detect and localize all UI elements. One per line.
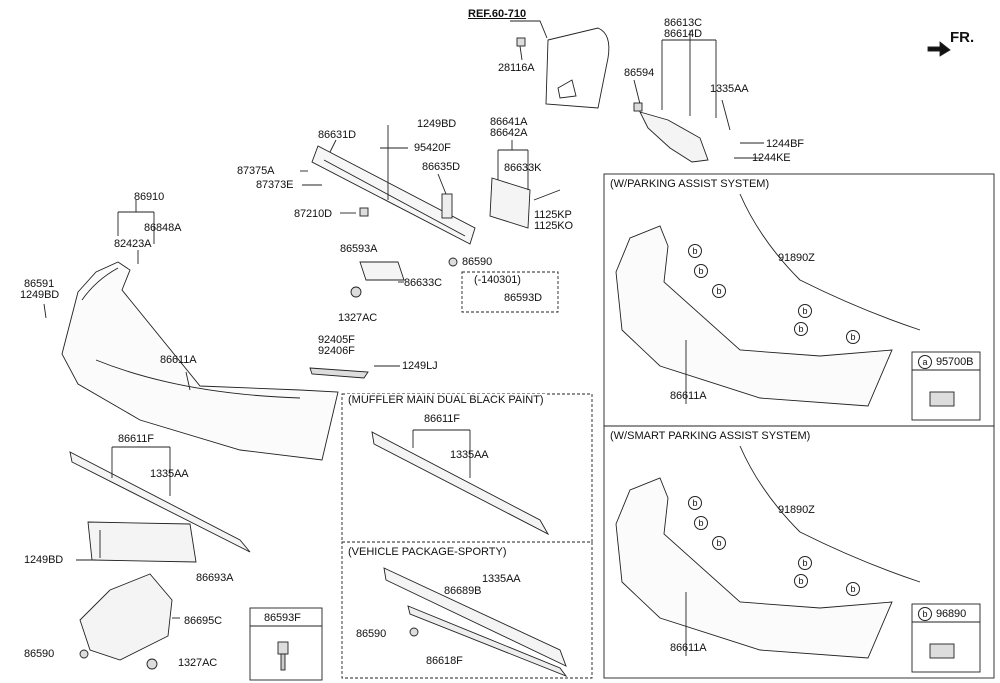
part-label: 86593F bbox=[264, 612, 301, 624]
part-label: 91890Z bbox=[778, 504, 815, 516]
callout: b bbox=[694, 264, 708, 278]
callout: b bbox=[688, 496, 702, 510]
muffler-panel-title: (MUFFLER MAIN DUAL BLACK PAINT) bbox=[346, 394, 546, 406]
bumper-cover bbox=[61, 261, 339, 461]
part-label: 86611F bbox=[424, 413, 460, 425]
callout: b bbox=[794, 574, 808, 588]
tail-lamp-outline bbox=[545, 27, 610, 109]
part-label: 1249BD bbox=[417, 118, 457, 130]
part-label: 86593A bbox=[340, 243, 378, 255]
part-label: 86633C bbox=[404, 277, 442, 289]
part-label: 86591 bbox=[24, 278, 55, 290]
part-label: 86593D bbox=[504, 292, 542, 304]
part-label: 86689B bbox=[444, 585, 482, 597]
callout: b bbox=[688, 244, 702, 258]
part-label: 1249BD bbox=[24, 554, 64, 566]
part-label: 92406F bbox=[318, 345, 355, 357]
part-label: 86695C bbox=[184, 615, 222, 627]
part-label: 1335AA bbox=[482, 573, 521, 585]
part-label: 1125KO bbox=[534, 220, 573, 232]
part-label: 86590 bbox=[24, 648, 55, 660]
callout: b bbox=[794, 322, 808, 336]
part-label: 86848A bbox=[144, 222, 182, 234]
part-label: 95700B bbox=[936, 356, 974, 368]
part-label: 86611F bbox=[118, 433, 154, 445]
part-label: 87210D bbox=[294, 208, 332, 220]
legend-letter: b bbox=[918, 607, 932, 621]
part-label: 1244KE bbox=[752, 152, 791, 164]
callout: b bbox=[712, 284, 726, 298]
callout: b bbox=[694, 516, 708, 530]
part-label: 86635D bbox=[422, 161, 460, 173]
part-label: 91890Z bbox=[778, 252, 815, 264]
part-label: 1335AA bbox=[710, 83, 749, 95]
part-label: 28116A bbox=[498, 62, 535, 74]
part-label: 1249BD bbox=[20, 289, 60, 301]
smart-panel-title: (W/SMART PARKING ASSIST SYSTEM) bbox=[608, 430, 813, 442]
part-label: 1244BF bbox=[766, 138, 804, 150]
part-label: 86618F bbox=[426, 655, 463, 667]
ref-arrow bbox=[510, 20, 548, 39]
callout: b bbox=[798, 556, 812, 570]
parking-panel-title: (W/PARKING ASSIST SYSTEM) bbox=[608, 178, 772, 190]
part-label: (-140301) bbox=[474, 274, 521, 286]
part-label: 86614D bbox=[664, 28, 702, 40]
part-label: 86611A bbox=[160, 354, 197, 366]
part-label: 86590 bbox=[356, 628, 387, 640]
lower-lip bbox=[69, 451, 251, 553]
callout: b bbox=[798, 304, 812, 318]
front-arrow-icon bbox=[927, 41, 951, 57]
front-direction-label: FR. bbox=[950, 29, 975, 46]
part-label: 87375A bbox=[237, 165, 275, 177]
part-label: 1327AC bbox=[178, 657, 218, 669]
part-label: 86910 bbox=[134, 191, 165, 203]
part-label: 87373E bbox=[256, 179, 294, 191]
part-label: 86641A bbox=[490, 116, 528, 128]
callout: b bbox=[846, 330, 860, 344]
part-label: 1335AA bbox=[450, 449, 489, 461]
legend-letter: a bbox=[918, 355, 932, 369]
part-label: 86611A bbox=[670, 390, 707, 402]
part-label: 86590 bbox=[462, 256, 493, 268]
part-label: 82423A bbox=[114, 238, 152, 250]
callout: b bbox=[712, 536, 726, 550]
part-label: 1249LJ bbox=[402, 360, 438, 372]
part-label: 95420F bbox=[414, 142, 451, 154]
part-label: 86693A bbox=[196, 572, 234, 584]
reference-label[interactable]: REF.60-710 bbox=[468, 8, 527, 20]
part-label: 86594 bbox=[624, 67, 655, 79]
callout: b bbox=[846, 582, 860, 596]
part-label: 86642A bbox=[490, 127, 528, 139]
side-bracket bbox=[639, 111, 709, 163]
part-label: 86633K bbox=[504, 162, 542, 174]
part-label: 1327AC bbox=[338, 312, 378, 324]
part-label: 1125KP bbox=[534, 209, 572, 221]
part-label: 86611A bbox=[670, 642, 707, 654]
part-label: 86613C bbox=[664, 17, 702, 29]
part-label: 96890 bbox=[936, 608, 967, 620]
part-label: 1335AA bbox=[150, 468, 189, 480]
part-label: 86631D bbox=[318, 129, 356, 141]
sporty-panel-title: (VEHICLE PACKAGE-SPORTY) bbox=[346, 546, 509, 558]
part-label: 92405F bbox=[318, 334, 355, 346]
